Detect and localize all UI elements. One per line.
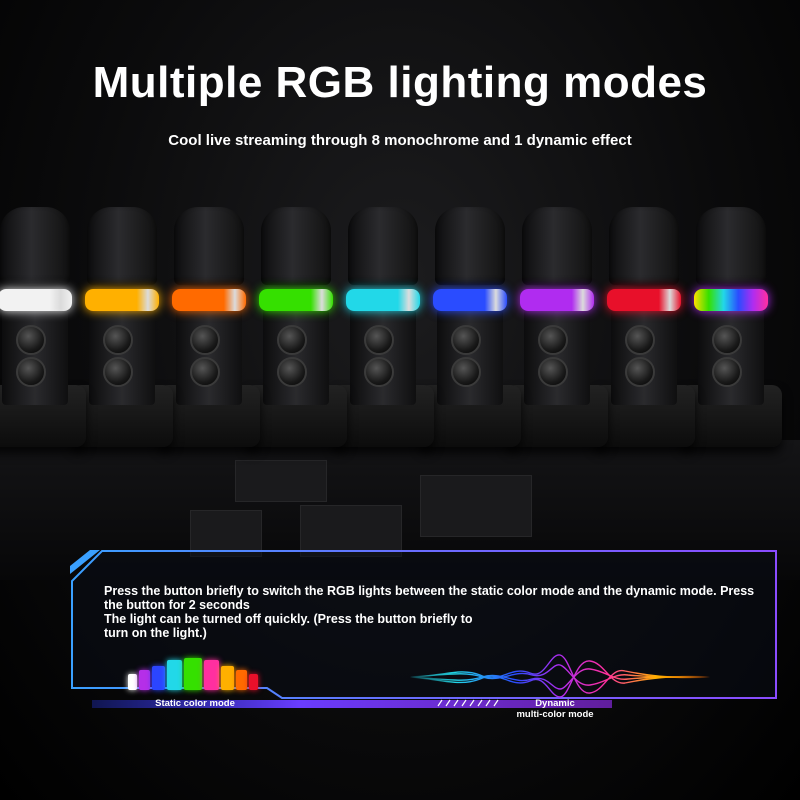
microphone — [680, 207, 782, 457]
gain-knob-icon — [103, 325, 133, 355]
volume-knob-icon — [538, 357, 568, 387]
dynamic-label-line1: Dynamic — [535, 698, 575, 709]
page-title: Multiple RGB lighting modes — [92, 58, 708, 107]
microphone — [593, 207, 695, 457]
dynamic-label-line2: multi-color mode — [516, 709, 594, 720]
floor-block — [420, 475, 532, 537]
gain-knob-icon — [625, 325, 655, 355]
color-swatch — [204, 660, 219, 690]
microphone-grille — [87, 207, 157, 285]
instruction-line: Press the button briefly to switch the R… — [104, 584, 755, 598]
rgb-light-ring — [0, 289, 72, 311]
panel-frame — [70, 550, 777, 708]
color-swatch — [152, 666, 165, 690]
rgb-light-ring — [607, 289, 681, 311]
microphone-lineup — [0, 195, 800, 465]
floor-block — [190, 510, 262, 557]
floor-block — [235, 460, 327, 502]
microphone — [0, 207, 86, 457]
color-swatch — [249, 674, 258, 690]
microphone-grille — [522, 207, 592, 285]
color-swatch — [184, 658, 202, 690]
microphone — [158, 207, 260, 457]
gain-knob-icon — [190, 325, 220, 355]
volume-knob-icon — [451, 357, 481, 387]
microphone — [245, 207, 347, 457]
volume-knob-icon — [16, 357, 46, 387]
gain-knob-icon — [364, 325, 394, 355]
volume-knob-icon — [190, 357, 220, 387]
microphone — [506, 207, 608, 457]
volume-knob-icon — [103, 357, 133, 387]
color-swatch — [236, 670, 247, 690]
instruction-line: turn on the light.) — [104, 626, 207, 640]
volume-knob-icon — [625, 357, 655, 387]
microphone — [332, 207, 434, 457]
microphone — [419, 207, 521, 457]
dynamic-mode-label: Dynamic multi-color mode — [500, 698, 610, 720]
microphone-grille — [348, 207, 418, 285]
gain-knob-icon — [538, 325, 568, 355]
rgb-light-ring — [694, 289, 768, 311]
microphone — [71, 207, 173, 457]
gain-knob-icon — [712, 325, 742, 355]
color-swatch — [167, 660, 182, 690]
rgb-light-ring — [520, 289, 594, 311]
volume-knob-icon — [277, 357, 307, 387]
color-swatch — [128, 674, 137, 690]
microphone-grille — [0, 207, 70, 285]
info-panel — [62, 548, 780, 708]
instruction-line: the button for 2 seconds — [104, 598, 250, 612]
color-swatch — [221, 666, 234, 690]
rgb-light-ring — [259, 289, 333, 311]
static-mode-label: Static color mode — [155, 698, 235, 709]
gain-knob-icon — [451, 325, 481, 355]
rgb-light-ring — [172, 289, 246, 311]
rgb-light-ring — [85, 289, 159, 311]
rgb-light-ring — [433, 289, 507, 311]
microphone-grille — [696, 207, 766, 285]
color-swatch — [139, 670, 150, 690]
microphone-grille — [609, 207, 679, 285]
microphone-grille — [261, 207, 331, 285]
rgb-light-ring — [346, 289, 420, 311]
floor-block — [300, 505, 402, 557]
gain-knob-icon — [16, 325, 46, 355]
microphone-grille — [174, 207, 244, 285]
gain-knob-icon — [277, 325, 307, 355]
instructions-text: Press the button briefly to switch the R… — [104, 584, 764, 640]
dynamic-waveform-icon — [410, 654, 710, 698]
microphone-grille — [435, 207, 505, 285]
instruction-line: The light can be turned off quickly. (Pr… — [104, 612, 473, 626]
volume-knob-icon — [364, 357, 394, 387]
volume-knob-icon — [712, 357, 742, 387]
page-subtitle: Cool live streaming through 8 monochrome… — [168, 132, 632, 149]
